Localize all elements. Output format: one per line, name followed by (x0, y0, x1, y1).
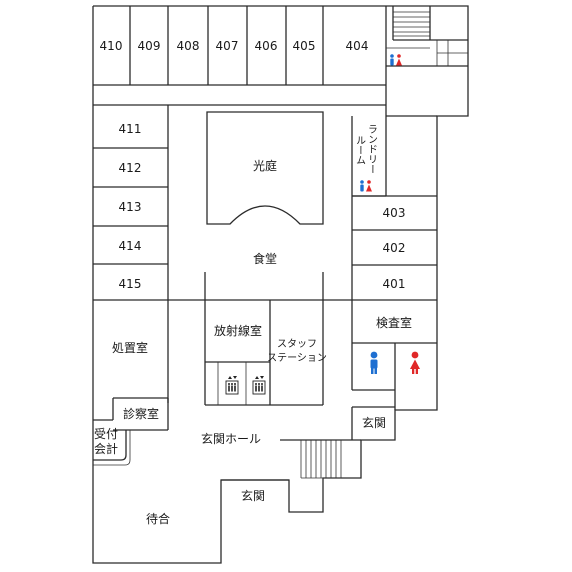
room-413: 413 (119, 200, 142, 214)
entrance-hall-label: 玄関ホール (201, 431, 261, 446)
female-restroom-icon (410, 351, 420, 374)
treatment-room-block (167, 300, 169, 403)
staff-station-label-2: ステーション (267, 353, 327, 364)
room-412: 412 (119, 161, 142, 175)
upper-entrance-label: 玄関 (362, 415, 386, 430)
male-restroom-icon (370, 351, 378, 374)
right-room-column (351, 195, 437, 300)
inspection-room-block (351, 300, 437, 410)
laundry-room-label-2: ルーム (354, 135, 366, 165)
courtyard-block (206, 111, 324, 225)
room-409: 409 (138, 39, 161, 53)
dining-label: 食堂 (253, 251, 277, 266)
left-room-column (93, 105, 169, 300)
top-room-row (93, 6, 437, 117)
courtyard-label: 光庭 (253, 158, 277, 173)
room-414: 414 (119, 239, 142, 253)
radiology-block (204, 300, 324, 406)
restroom-icon (390, 54, 402, 66)
room-411: 411 (119, 122, 142, 136)
room-407: 407 (216, 39, 239, 53)
elevator-icon (225, 376, 239, 395)
laundry-restroom-icon (360, 180, 372, 192)
stairs-icon (280, 439, 361, 479)
waiting-room-label: 待合 (146, 511, 170, 526)
room-406: 406 (255, 39, 278, 53)
room-401: 401 (383, 277, 406, 291)
reception-counter (93, 419, 131, 466)
room-402: 402 (383, 241, 406, 255)
laundry-room-label-1: ランドリー (366, 124, 377, 174)
outer-walls (92, 5, 469, 564)
reception-label-1: 受付 (94, 427, 118, 441)
inspection-room-label: 検査室 (376, 315, 412, 330)
upper-entrance-block (351, 406, 395, 440)
exam-room-label: 診察室 (123, 406, 159, 421)
reception-label-2: 会計 (94, 441, 118, 456)
elevator-icon (252, 376, 266, 395)
room-410: 410 (100, 39, 123, 53)
staff-station-label-1: スタッフ (277, 338, 317, 350)
room-408: 408 (177, 39, 200, 53)
lower-entrance-label: 玄関 (241, 488, 265, 503)
stairs-top-right (386, 6, 468, 67)
exam-room-block (112, 397, 169, 431)
room-405: 405 (293, 39, 316, 53)
treatment-room-label: 処置室 (112, 340, 148, 355)
room-415: 415 (119, 277, 142, 291)
room-403: 403 (383, 206, 406, 220)
radiology-label: 放射線室 (214, 323, 262, 338)
room-404: 404 (346, 39, 369, 53)
